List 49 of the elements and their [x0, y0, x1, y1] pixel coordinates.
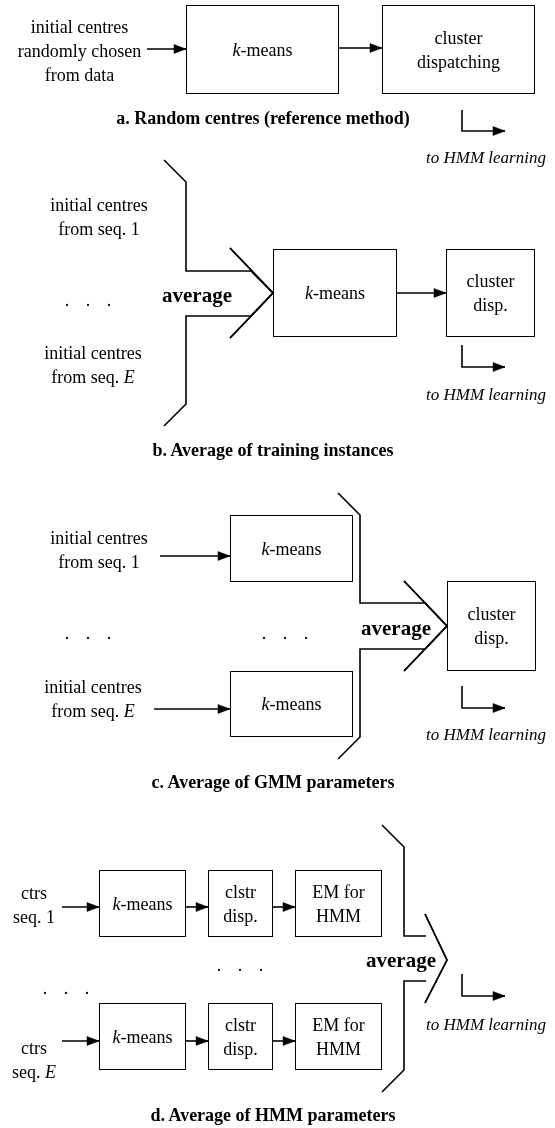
process-box: k-means	[273, 249, 397, 337]
ellipsis: . . .	[261, 622, 309, 644]
process-box: cluster disp.	[447, 581, 536, 671]
process-box: cluster dispatching	[382, 5, 535, 94]
input-text: ctrs seq. E	[11, 1037, 57, 1084]
arrow	[153, 704, 231, 714]
input-text: initial centres from seq. E	[43, 676, 143, 723]
process-box: EM for HMM	[295, 1003, 382, 1070]
arrow	[272, 902, 296, 912]
input-text: initial centres from seq. E	[43, 342, 143, 389]
arrow	[61, 1036, 100, 1046]
arrow	[159, 551, 231, 561]
ellipsis: . . .	[216, 954, 264, 976]
arrow	[185, 902, 209, 912]
merge-connector	[337, 580, 448, 760]
arrow	[396, 288, 447, 298]
process-box: k-means	[186, 5, 339, 94]
output-note: to HMM learning	[426, 385, 546, 405]
process-box: k-means	[99, 1003, 186, 1070]
input-text: initial centres randomly chosen from data	[16, 16, 143, 87]
process-box: k-means	[230, 671, 353, 737]
ellipsis: . . .	[64, 289, 112, 311]
input-text: initial centres from seq. 1	[49, 527, 149, 574]
arrow	[185, 1036, 209, 1046]
output-note: to HMM learning	[426, 148, 546, 168]
process-box: k-means	[230, 515, 353, 582]
process-box: cluster disp.	[446, 249, 535, 337]
arrow	[146, 44, 187, 54]
operation-label: average	[162, 282, 232, 308]
ellipsis: . . .	[42, 977, 90, 999]
arrow	[338, 43, 383, 53]
ellipsis: . . .	[64, 622, 112, 644]
arrow	[61, 902, 100, 912]
operation-label: average	[366, 948, 436, 972]
panel-caption: c. Average of GMM parameters	[151, 771, 395, 793]
process-box: clstr disp.	[208, 870, 273, 937]
panel-caption: a. Random centres (reference method)	[116, 107, 410, 129]
panel-caption: b. Average of training instances	[152, 439, 394, 461]
input-text: ctrs seq. 1	[12, 882, 56, 929]
output-note: to HMM learning	[426, 725, 546, 745]
process-box: clstr disp.	[208, 1003, 273, 1070]
panel-caption: d. Average of HMM parameters	[150, 1104, 396, 1126]
output-note: to HMM learning	[426, 1015, 546, 1035]
process-box: EM for HMM	[295, 870, 382, 937]
input-text: initial centres from seq. 1	[49, 194, 149, 241]
operation-label: average	[361, 615, 431, 641]
merge-connector	[163, 247, 274, 427]
process-box: k-means	[99, 870, 186, 937]
arrow	[272, 1036, 296, 1046]
